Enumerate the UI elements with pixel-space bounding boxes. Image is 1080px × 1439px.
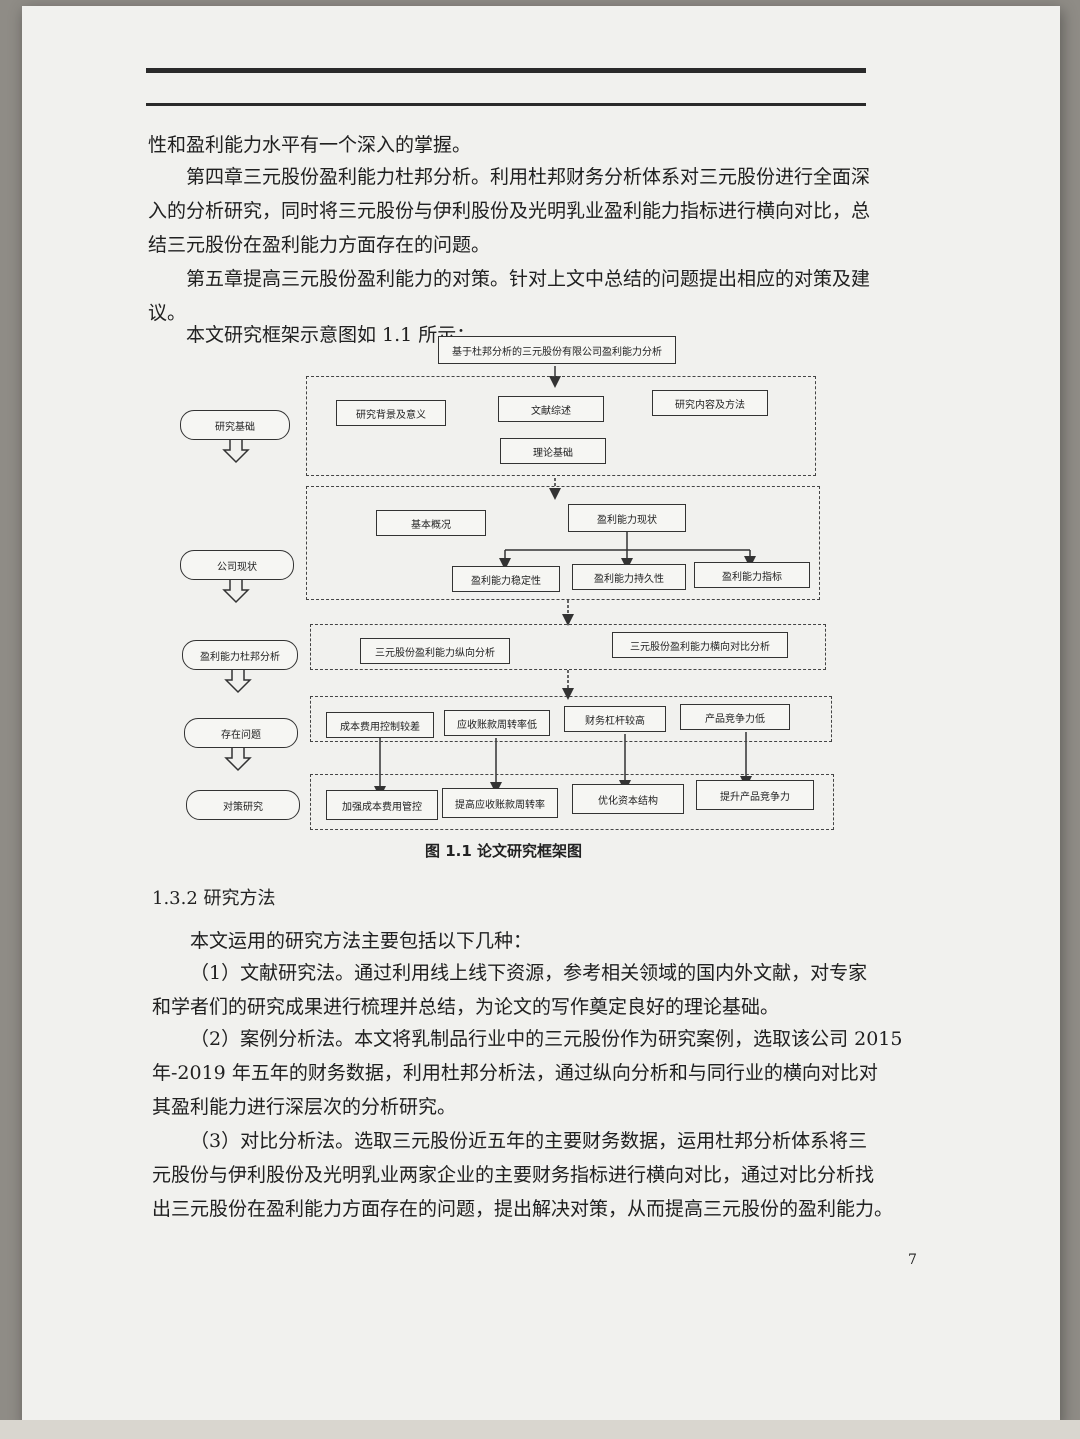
paragraph-line: 结三元股份在盈利能力方面存在的问题。 [148,234,491,256]
paragraph-line: 第四章三元股份盈利能力杜邦分析。利用杜邦财务分析体系对三元股份进行全面深 [186,166,871,188]
paragraph-line: 和学者们的研究成果进行梳理并总结，为论文的写作奠定良好的理论基础。 [152,996,780,1018]
desk-surface [0,1420,1080,1439]
paragraph-line: 入的分析研究，同时将三元股份与伊利股份及光明乳业盈利能力指标进行横向对比，总 [148,200,871,222]
box-optimize-capital: 优化资本结构 [572,784,684,814]
research-framework-diagram: 基于杜邦分析的三元股份有限公司盈利能力分析 研究背景及意义 文献综述 研究内容及… [170,330,870,860]
box-cost-control: 成本费用控制较差 [326,712,434,738]
section-heading: 1.3.2 研究方法 [152,888,276,909]
box-indicators: 盈利能力指标 [694,562,810,588]
stage-dupont-analysis: 盈利能力杜邦分析 [182,640,298,670]
box-persistence: 盈利能力持久性 [572,564,686,590]
paragraph-line: 本文运用的研究方法主要包括以下几种： [190,930,533,952]
stage-problems: 存在问题 [184,718,298,748]
paragraph-line: （3）对比分析法。选取三元股份近五年的主要财务数据，运用杜邦分析体系将三 [190,1130,868,1152]
stage-company-status: 公司现状 [180,550,294,580]
stage-down-arrows [222,440,252,772]
box-literature-review: 文献综述 [498,396,604,422]
paragraph-line: 议。 [148,302,187,324]
box-background: 研究背景及意义 [336,400,446,426]
root-box: 基于杜邦分析的三元股份有限公司盈利能力分析 [438,336,676,364]
box-financial-leverage: 财务杠杆较高 [564,706,666,732]
group-dupont-analysis [310,624,826,670]
diagram-connectors [222,366,756,798]
figure-caption: 图 1.1 论文研究框架图 [425,842,583,860]
group-countermeasures [310,774,834,830]
paragraph-line: 元股份与伊利股份及光明乳业两家企业的主要财务指标进行横向对比，通过对比分析找 [152,1164,875,1186]
group-company-status [306,486,820,600]
paragraph-line: 年-2019 年五年的财务数据，利用杜邦分析法，通过纵向分析和与同行业的横向对比… [152,1062,878,1084]
box-content-methods: 研究内容及方法 [652,390,768,416]
box-theory-basis: 理论基础 [500,438,606,464]
box-horizontal-analysis: 三元股份盈利能力横向对比分析 [612,632,788,658]
box-receivables-turnover: 应收账款周转率低 [444,710,550,736]
group-research-basis [306,376,816,476]
page-number: 7 [908,1252,917,1268]
box-basic-overview: 基本概况 [376,510,486,536]
paragraph-line: 第五章提高三元股份盈利能力的对策。针对上文中总结的问题提出相应的对策及建 [186,268,871,290]
group-problems [310,696,832,742]
paragraph-line: （1）文献研究法。通过利用线上线下资源，参考相关领域的国内外文献，对专家 [190,962,868,984]
header-rule-thick [146,68,866,73]
box-strengthen-cost: 加强成本费用管控 [326,790,438,820]
box-stability: 盈利能力稳定性 [452,566,560,592]
box-profitability-status: 盈利能力现状 [568,504,686,532]
paragraph-line: 性和盈利能力水平有一个深入的掌握。 [148,134,472,156]
stage-countermeasures: 对策研究 [186,790,300,820]
header-rule-thin [146,103,866,106]
paragraph-line: 出三元股份在盈利能力方面存在的问题，提出解决对策，从而提高三元股份的盈利能力。 [152,1198,894,1220]
paragraph-line: 其盈利能力进行深层次的分析研究。 [152,1096,457,1118]
paragraph-line: 本文研究框架示意图如 1.1 所示： [186,324,476,346]
paragraph-line: （2）案例分析法。本文将乳制品行业中的三元股份作为研究案例，选取该公司 2015 [190,1028,903,1050]
stage-research-basis: 研究基础 [180,410,290,440]
box-improve-receivables: 提高应收账款周转率 [442,788,558,818]
box-product-competitiveness: 产品竞争力低 [680,704,790,730]
box-vertical-analysis: 三元股份盈利能力纵向分析 [360,638,510,664]
box-enhance-competitiveness: 提升产品竞争力 [696,780,814,810]
